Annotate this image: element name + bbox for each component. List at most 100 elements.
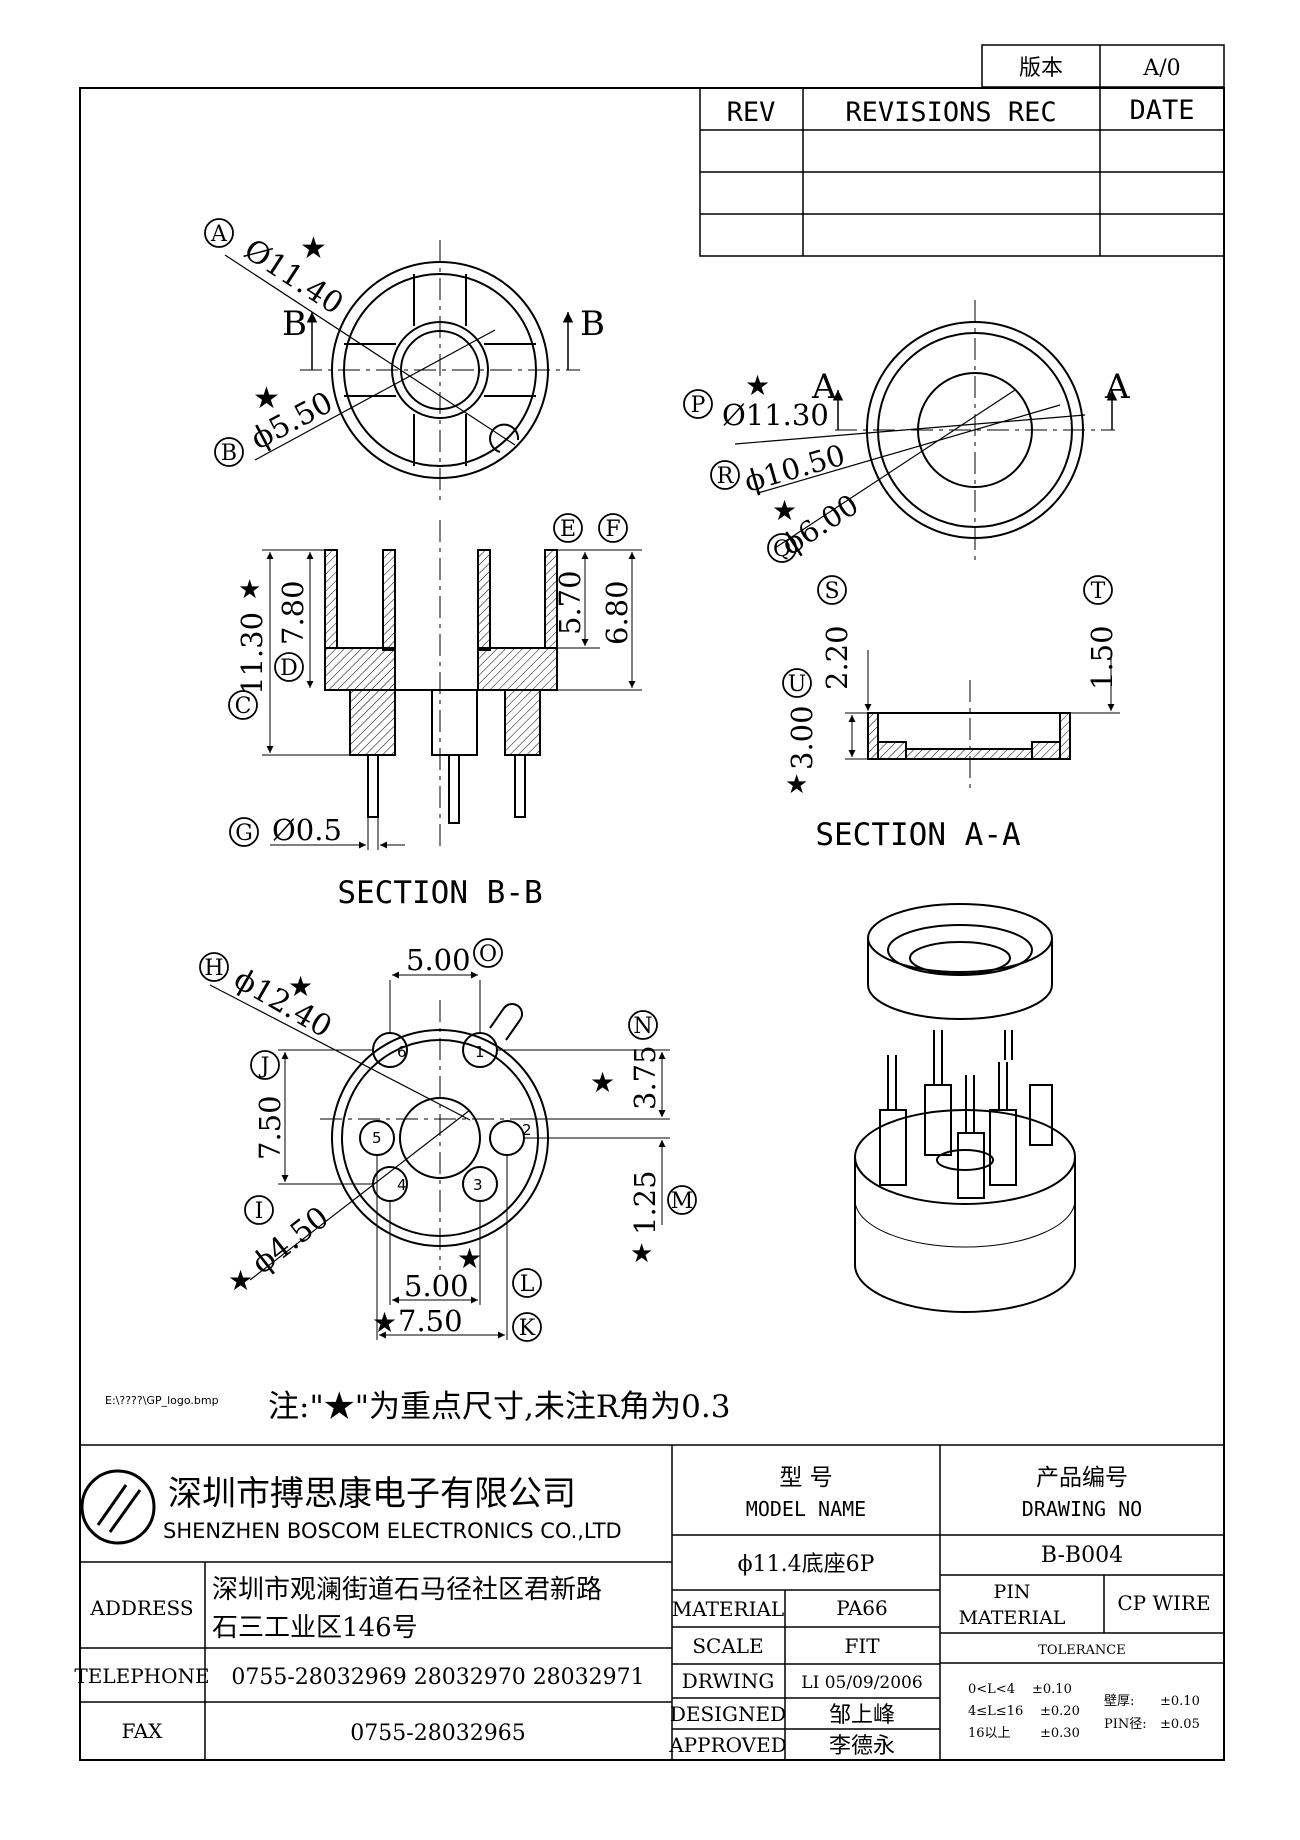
section-mark-b-left: B	[282, 304, 307, 344]
section-aa-title: SECTION A-A	[815, 817, 1021, 853]
star-n: ★	[590, 1066, 615, 1099]
dim-j-label: 7.50	[253, 1095, 287, 1160]
tol-pin-label: PIN径:	[1104, 1717, 1147, 1732]
dim-p-label: Ø11.30	[722, 398, 829, 432]
balloon-g: G	[235, 821, 253, 846]
pin-2-label: 2	[522, 1121, 532, 1139]
dim-t-label: 1.50	[1085, 625, 1119, 690]
pin-6-label: 6	[397, 1043, 407, 1061]
tol-pin-value: ±0.05	[1160, 1717, 1200, 1732]
approved-value: 李德永	[829, 1734, 895, 1759]
designed-label: DESIGNED	[670, 1702, 786, 1726]
version-value: A/0	[1142, 56, 1180, 81]
version-box: 版本 A/0	[981, 44, 1225, 88]
telephone-label: TELEPHONE	[74, 1664, 209, 1688]
dim-e-label: 5.70	[553, 570, 587, 635]
dim-d-label: 7.80	[276, 580, 310, 645]
dim-l-label: 5.00	[404, 1269, 469, 1303]
dim-n-label: 3.75	[628, 1045, 662, 1110]
pin-material-label-2: MATERIAL	[959, 1607, 1066, 1629]
dim-r-label: ϕ10.50	[741, 438, 849, 499]
cap-3d-view	[867, 903, 1053, 1020]
star-k: ★	[372, 1306, 397, 1339]
balloon-b: B	[221, 441, 237, 466]
tol-value-2: ±0.20	[1040, 1704, 1080, 1719]
title-block-grid	[80, 1444, 1224, 1760]
dim-u-label: 3.00	[785, 705, 819, 770]
balloon-u: U	[788, 672, 807, 697]
fax-label: FAX	[122, 1719, 164, 1743]
drawing-no-cn: 产品编号	[1036, 1465, 1128, 1491]
dim-g-label: Ø0.5	[272, 813, 342, 847]
designed-value: 邹上峰	[829, 1703, 895, 1728]
star-a: ★	[300, 231, 327, 266]
balloon-f: F	[605, 517, 620, 542]
model-value: ϕ11.4底座6P	[738, 1552, 875, 1577]
tol-wall-label: 壁厚:	[1104, 1694, 1134, 1709]
section-bb-drawing	[262, 520, 642, 850]
balloons	[199, 218, 1113, 1342]
balloon-p: P	[691, 393, 706, 418]
base-3d-view	[854, 1030, 1076, 1313]
star-c: ★	[238, 575, 261, 605]
drawing-no-en: DRAWING NO	[1022, 1497, 1142, 1521]
revisions-rec-header: REVISIONS REC	[845, 97, 1056, 128]
balloon-l: L	[520, 1272, 535, 1297]
address-label: ADDRESS	[89, 1596, 193, 1620]
material-value: PA66	[836, 1596, 888, 1620]
star-b: ★	[253, 381, 280, 416]
model-name-cn: 型 号	[779, 1465, 832, 1491]
tol-value-3: ±0.30	[1040, 1726, 1080, 1741]
dim-m-label: 1.25	[628, 1170, 662, 1235]
section-bb-title: SECTION B-B	[337, 875, 542, 911]
section-mark-a-right: A	[1104, 367, 1130, 407]
note-text: 注:"★"为重点尺寸,未注R角为0.3	[268, 1389, 730, 1425]
star-h: ★	[288, 970, 313, 1003]
drawing-value: B-B004	[1041, 1543, 1123, 1568]
balloon-a: A	[210, 222, 228, 247]
pin-5-label: 5	[372, 1129, 382, 1147]
balloon-j: J	[259, 1054, 270, 1079]
balloon-q: Q	[773, 537, 791, 562]
dim-s-label: 2.20	[820, 625, 854, 690]
version-label: 版本	[1019, 56, 1063, 81]
date-header: DATE	[1129, 95, 1194, 126]
star-u: ★	[785, 770, 808, 800]
star-q: ★	[772, 494, 797, 527]
dim-f-label: 6.80	[600, 580, 634, 645]
section-mark-a-left: A	[811, 367, 837, 407]
tolerance-label: TOLERANCE	[1038, 1643, 1125, 1658]
star-i: ★	[228, 1264, 253, 1297]
pin-material-value: CP WIRE	[1117, 1591, 1210, 1615]
pin-1-label: 1	[475, 1043, 485, 1061]
dim-k-label: 7.50	[398, 1304, 463, 1338]
tol-range-1: 0<L<4	[968, 1682, 1015, 1697]
balloon-i: I	[255, 1199, 264, 1224]
tol-range-2: 4≤L≤16	[968, 1704, 1023, 1719]
pin-material-label-1: PIN	[994, 1581, 1031, 1603]
cap-top-view	[734, 300, 1118, 560]
pin-4-label: 4	[397, 1176, 407, 1194]
logo-path: E:\????\GP_logo.bmp	[105, 1394, 219, 1407]
balloon-e: E	[560, 517, 576, 542]
revisions-table	[699, 87, 1225, 257]
fax-value: 0755-28032965	[350, 1721, 525, 1746]
scale-value: FIT	[844, 1634, 880, 1658]
tol-value-1: ±0.10	[1032, 1682, 1072, 1697]
bottom-view	[209, 971, 670, 1340]
material-label: MATERIAL	[672, 1597, 784, 1621]
star-p: ★	[745, 369, 770, 402]
address-line1: 深圳市观澜街道石马径社区君新路	[212, 1575, 602, 1605]
company-name-cn: 深圳市搏思康电子有限公司	[168, 1474, 576, 1514]
balloon-o: O	[479, 942, 497, 967]
tol-wall-value: ±0.10	[1160, 1694, 1200, 1709]
balloon-h: H	[204, 956, 223, 981]
base-top-view	[224, 240, 580, 500]
sheet-border	[79, 87, 1225, 1761]
scale-label: SCALE	[692, 1634, 763, 1658]
rev-header: REV	[727, 97, 776, 128]
balloon-d: D	[280, 656, 298, 681]
approved-label: APPROVED	[668, 1733, 787, 1757]
drwing-label: DRWING	[682, 1669, 775, 1693]
